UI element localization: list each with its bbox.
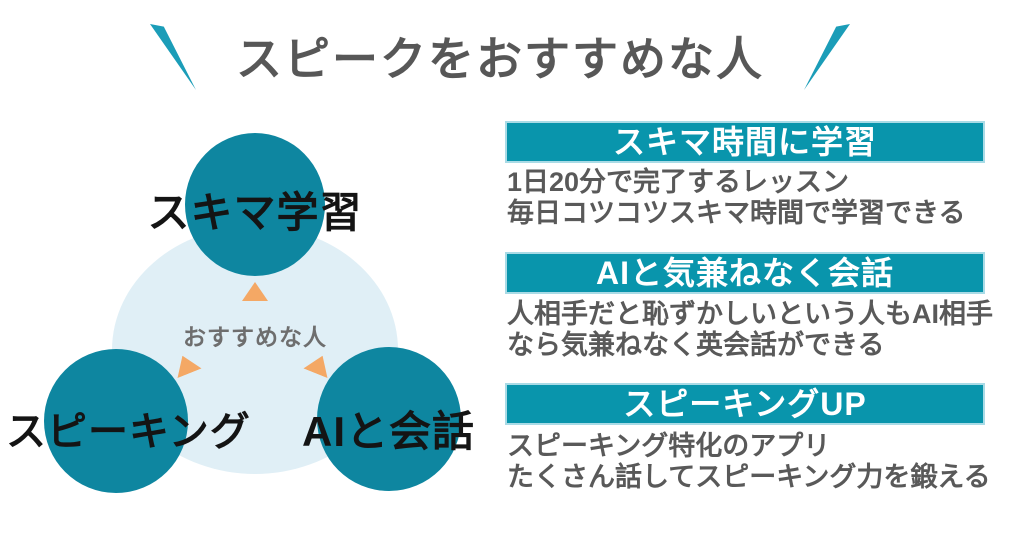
section-header-ai: AIと気兼ねなく会話 xyxy=(505,252,985,294)
diagram-circle-ai xyxy=(317,347,461,491)
title-block: スピークをおすすめな人 xyxy=(150,24,850,90)
diagram-label-speaking: スピーキング xyxy=(6,410,251,454)
diagram-circle-sukima xyxy=(185,133,325,276)
section-header-sukima: スキマ時間に学習 xyxy=(505,121,985,163)
emphasis-slash-left-icon xyxy=(150,24,196,90)
emphasis-slash-right-icon xyxy=(804,24,850,90)
section-header-sukima-label: スキマ時間に学習 xyxy=(612,124,877,160)
section-body-ai: 人相手だと恥ずかしいという人もAI相手 なら気兼ねなく英会話ができる xyxy=(507,299,1017,361)
section-body-ai-line1: 人相手だと恥ずかしいという人もAI相手 xyxy=(507,299,993,329)
section-body-ai-line2: なら気兼ねなく英会話ができる xyxy=(507,330,885,360)
section-header-speakingup-label: スピーキングUP xyxy=(623,386,867,422)
page-title: スピークをおすすめな人 xyxy=(236,33,764,85)
section-header-speakingup: スピーキングUP xyxy=(505,383,985,425)
section-body-sukima-line2: 毎日コツコツスキマ時間で学習できる xyxy=(507,198,966,228)
section-header-ai-label: AIと気兼ねなく会話 xyxy=(595,255,894,291)
diagram-circle-speaking xyxy=(44,349,188,493)
diagram-center-label: おすすめな人 xyxy=(183,324,327,350)
section-body-speakingup-line1: スピーキング特化のアプリ xyxy=(507,431,831,461)
section-body-speakingup: スピーキング特化のアプリ たくさん話してスピーキング力を鍛える xyxy=(507,431,1017,493)
section-body-sukima-line1: 1日20分で完了するレッスン xyxy=(507,167,850,197)
section-body-sukima: 1日20分で完了するレッスン 毎日コツコツスキマ時間で学習できる xyxy=(507,167,1017,229)
diagram-label-ai: AIと会話 xyxy=(302,408,476,455)
diagram-label-sukima: スキマ学習 xyxy=(147,189,363,236)
section-body-speakingup-line2: たくさん話してスピーキング力を鍛える xyxy=(507,462,991,492)
